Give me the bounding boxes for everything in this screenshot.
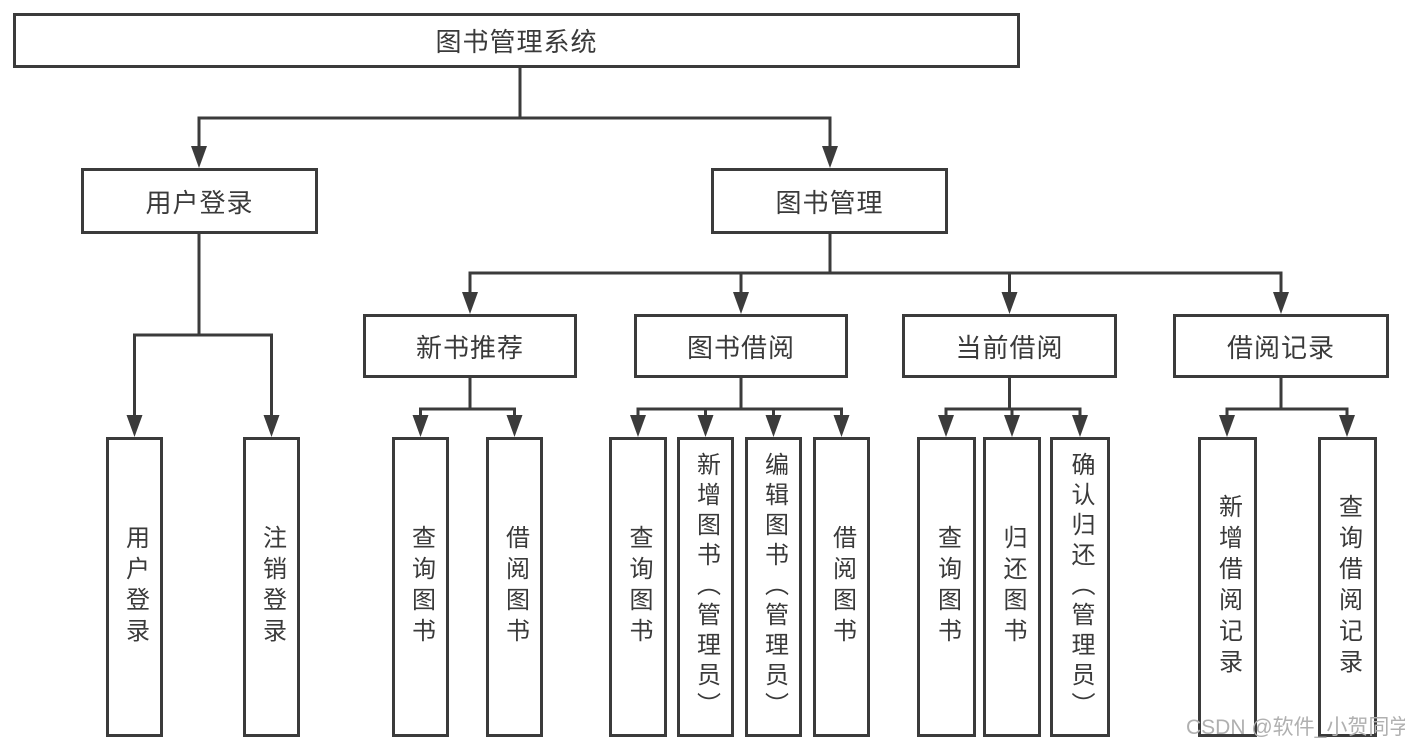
node-library-management-system: 图书管理系统 [13,13,1020,68]
leaf-query-books-current: 查询图书 [917,437,976,737]
leaf-borrow-books-borrowing: 借阅图书 [813,437,870,737]
leaf-borrow-books-recommend: 借阅图书 [486,437,543,737]
watermark: CSDN @软件_小贺同学 [1186,716,1405,739]
leaf-edit-book-admin: 编辑图书（管理员） [745,437,802,737]
node-book-borrowing: 图书借阅 [634,314,848,378]
leaf-query-borrow-record: 查询借阅记录 [1318,437,1377,737]
leaf-logout: 注销登录 [243,437,300,737]
node-new-book-recommendation: 新书推荐 [363,314,577,378]
node-current-borrowing: 当前借阅 [902,314,1117,378]
node-user-login: 用户登录 [81,168,318,234]
leaf-return-books: 归还图书 [983,437,1041,737]
leaf-add-book-admin: 新增图书（管理员） [677,437,734,737]
leaf-query-books-recommend: 查询图书 [392,437,449,737]
node-borrowing-records: 借阅记录 [1173,314,1389,378]
leaf-add-borrow-record: 新增借阅记录 [1198,437,1257,737]
leaf-user-login: 用户登录 [106,437,163,737]
leaf-confirm-return-admin: 确认归还（管理员） [1050,437,1110,737]
leaf-query-books-borrowing: 查询图书 [609,437,667,737]
node-book-management: 图书管理 [711,168,948,234]
